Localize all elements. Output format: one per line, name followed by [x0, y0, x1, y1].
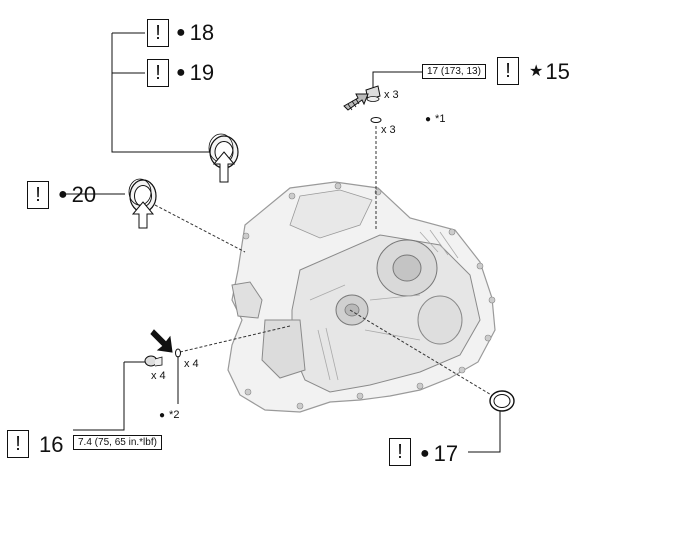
new-part-dot-icon: ● — [176, 64, 186, 81]
o-ring-15 — [370, 117, 382, 123]
torque-spec-15: 17 (173, 13) — [422, 64, 486, 79]
new-part-dot-icon: ● — [176, 24, 186, 41]
o-ring-quantity-16: x 4 — [184, 358, 199, 370]
bolt-quantity-15: x 3 — [384, 89, 399, 101]
part-label-17: ●17 — [420, 443, 458, 465]
bolt-16 — [144, 355, 163, 367]
part-number-19: 19 — [189, 60, 215, 85]
oil-arrow-icon — [343, 93, 369, 111]
part-label-20: ●20 — [58, 184, 96, 206]
part-number-20: 20 — [71, 182, 97, 207]
warning-box-16: ! — [7, 430, 29, 458]
note-1: ●*1 — [425, 114, 445, 125]
torque-spec-16: 7.4 (75, 65 in.*lbf) — [73, 435, 162, 450]
transaxle-housing-illustration — [227, 181, 496, 413]
oil-seal-17 — [489, 390, 515, 412]
part-label-15: ★15 — [529, 61, 570, 83]
warning-box-17: ! — [389, 438, 411, 466]
dashed-lines — [154, 126, 494, 397]
part-label-19: ●19 — [176, 62, 214, 84]
note-1-text: *1 — [435, 113, 446, 125]
install-arrow-icon — [131, 201, 155, 229]
warning-box-19: ! — [147, 59, 169, 87]
part-number-17: 17 — [433, 441, 459, 466]
warning-box-18: ! — [147, 19, 169, 47]
part-number-16: 16 — [39, 432, 64, 457]
leader-lines — [64, 32, 501, 453]
new-part-dot-icon: ● — [159, 410, 166, 421]
part-number-15: 15 — [545, 59, 570, 84]
note-2-text: *2 — [169, 409, 180, 421]
install-arrow-icon — [212, 151, 236, 183]
o-ring-16 — [175, 348, 181, 358]
note-2: ●*2 — [159, 410, 179, 421]
new-part-dot-icon: ● — [425, 114, 432, 125]
torque-star-icon: ★ — [529, 63, 544, 80]
part-number-18: 18 — [189, 20, 215, 45]
o-ring-quantity-15: x 3 — [381, 124, 396, 136]
warning-box-20: ! — [27, 181, 49, 209]
bolt-quantity-16: x 4 — [151, 370, 166, 382]
new-part-dot-icon: ● — [420, 445, 430, 462]
warning-box-15: ! — [497, 57, 519, 85]
part-label-16: 16 — [39, 434, 63, 456]
new-part-dot-icon: ● — [58, 186, 68, 203]
part-label-18: ●18 — [176, 22, 214, 44]
oil-arrow-icon — [150, 329, 173, 353]
